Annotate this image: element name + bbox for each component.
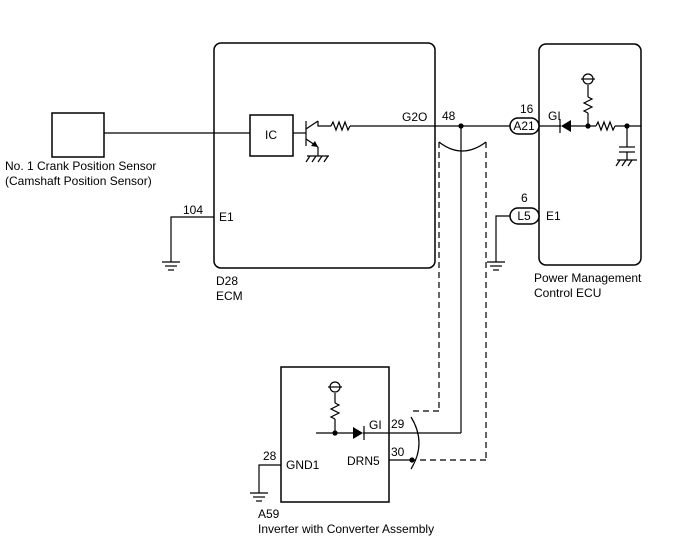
- ecm-e1-label: E1: [219, 210, 234, 224]
- inverter-name-label: Inverter with Converter Assembly: [258, 522, 434, 536]
- pin-6-label: 6: [521, 191, 528, 205]
- shield-top-arc: [438, 141, 487, 152]
- inverter-diode-icon: [353, 426, 365, 440]
- sensor-name-line1: No. 1 Crank Position Sensor: [5, 159, 156, 173]
- pin-29-label: 29: [391, 417, 405, 431]
- pm-supply-icon: [581, 73, 595, 85]
- ecm-resistor-icon: [330, 120, 351, 132]
- ecm-ground-wire: [170, 216, 214, 262]
- g2o-label: G2O: [402, 110, 427, 124]
- connector-a21-label: A21: [513, 119, 535, 133]
- pin-48-label: 48: [442, 109, 456, 123]
- pm-diode-icon: [559, 119, 571, 133]
- pin-16-label: 16: [520, 102, 534, 116]
- shield-bottom-arc: [410, 416, 420, 470]
- ecm-name-label: ECM: [216, 289, 243, 303]
- ecm-ground-icon: [162, 261, 180, 271]
- pm-ground-wire: [495, 215, 510, 262]
- pm-chassis-ground-icon: [615, 159, 637, 167]
- pm-gi-label: GI: [548, 109, 561, 123]
- pin-104-label: 104: [183, 203, 203, 217]
- pm-ecu-name-line1: Power Management: [534, 271, 642, 285]
- pm-series-resistor-icon: [595, 120, 616, 132]
- inverter-supply-icon: [328, 381, 342, 393]
- drn5-junction-dot: [409, 457, 415, 463]
- connector-l5-label: L5: [517, 209, 531, 223]
- ic-block: [249, 114, 294, 157]
- pm-pullup-resistor-icon: [582, 96, 594, 114]
- pin-30-label: 30: [391, 445, 405, 459]
- inverter-code-label: A59: [258, 507, 280, 521]
- pm-ecu-name-line2: Control ECU: [534, 286, 601, 300]
- drn5-label: DRN5: [347, 454, 380, 468]
- pm-e1-label: E1: [546, 209, 561, 223]
- crank-position-sensor-box: [51, 112, 105, 158]
- gnd1-label: GND1: [286, 458, 320, 472]
- inverter-ground-wire: [258, 464, 281, 493]
- pm-ground-icon: [487, 261, 505, 271]
- collector-wire: [317, 121, 331, 127]
- inverter-gi-label: GI: [369, 418, 382, 432]
- inverter-pullup-resistor-icon: [329, 402, 341, 420]
- transistor-icon: [305, 120, 329, 163]
- pin-28-label: 28: [263, 449, 277, 463]
- ecm-code-label: D28: [216, 274, 238, 288]
- sensor-name-line2: (Camshaft Position Sensor): [5, 174, 152, 188]
- inverter-ground-icon: [250, 492, 268, 502]
- ic-label: IC: [265, 128, 277, 142]
- power-management-ecu-box: [538, 43, 642, 266]
